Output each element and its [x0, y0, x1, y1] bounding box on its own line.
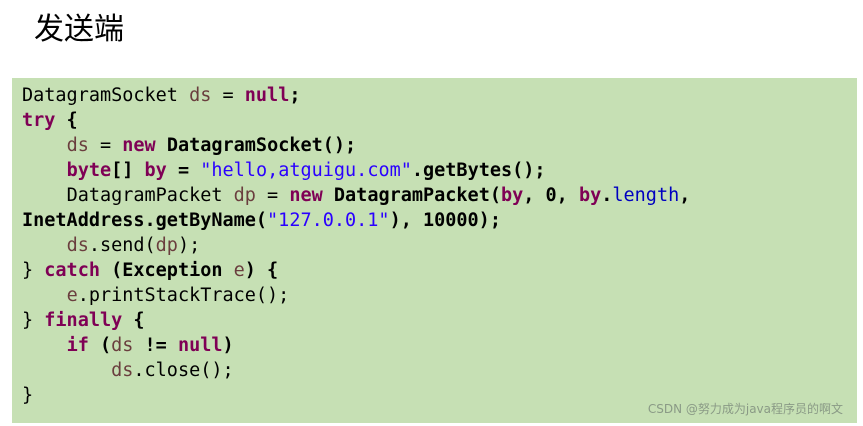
- code-token: {: [55, 110, 78, 131]
- code-token: [22, 135, 67, 156]
- code-token: DatagramPacket(: [322, 185, 501, 206]
- code-token: [22, 285, 67, 306]
- code-token: by: [578, 185, 602, 206]
- code-line: } catch (Exception e) {: [22, 258, 690, 283]
- code-token: by: [500, 185, 524, 206]
- code-lines: DatagramSocket ds = null;try { ds = new …: [22, 83, 690, 408]
- code-token: ), 10000);: [389, 210, 501, 231]
- code-token: [22, 360, 111, 381]
- code-token: by: [144, 160, 167, 181]
- code-token: new: [122, 135, 156, 156]
- code-token: ds: [111, 335, 134, 356]
- code-token: e: [66, 285, 78, 306]
- code-token: }: [22, 260, 45, 281]
- code-line: try {: [22, 108, 690, 133]
- code-line: DatagramPacket dp = new DatagramPacket(b…: [22, 183, 691, 208]
- code-line: DatagramSocket ds = null;: [22, 83, 690, 108]
- code-token: =: [211, 85, 245, 106]
- code-token: ,: [679, 185, 691, 206]
- code-token: =: [88, 135, 123, 156]
- code-line: e.printStackTrace();: [22, 283, 690, 308]
- code-token: [22, 185, 67, 206]
- code-token: , 0,: [523, 185, 579, 206]
- code-token: {: [122, 310, 145, 331]
- code-token: (: [88, 335, 112, 356]
- code-token: ;: [289, 85, 301, 106]
- code-token: [22, 160, 67, 181]
- watermark: CSDN @努力成为java程序员的啊文: [647, 402, 843, 416]
- code-token: =: [255, 185, 290, 206]
- code-token: null: [177, 335, 223, 356]
- code-token: .: [601, 185, 613, 206]
- code-token: []: [111, 160, 145, 181]
- code-token: e: [233, 260, 245, 281]
- code-token: "hello,atguigu.com": [200, 160, 412, 181]
- code-token: null: [244, 85, 290, 106]
- code-token: [22, 335, 67, 356]
- code-token: .printStackTrace();: [77, 285, 290, 306]
- code-token: }: [22, 385, 34, 406]
- code-line: ds = new DatagramSocket();: [22, 133, 690, 158]
- code-token: "127.0.0.1": [267, 210, 390, 231]
- code-line: } finally {: [22, 308, 690, 333]
- code-token: finally: [44, 310, 123, 331]
- code-token: ds: [111, 360, 134, 381]
- code-token: !=: [133, 335, 178, 356]
- code-token: }: [22, 310, 45, 331]
- code-token: new: [289, 185, 323, 206]
- code-token: byte: [66, 160, 112, 181]
- code-token: .close();: [133, 360, 234, 381]
- code-token: ) {: [244, 260, 279, 281]
- code-token: ds: [66, 135, 89, 156]
- code-token: ds: [66, 235, 89, 256]
- code-token: ds: [189, 85, 212, 106]
- code-block: DatagramSocket ds = null;try { ds = new …: [12, 78, 857, 423]
- code-token: DatagramSocket: [22, 85, 190, 106]
- code-token: dp: [155, 235, 178, 256]
- code-line: ds.close();: [22, 358, 690, 383]
- code-line: ds.send(dp);: [22, 233, 690, 258]
- code-token: (Exception: [99, 260, 234, 281]
- code-token: DatagramPacket: [66, 185, 234, 206]
- code-token: dp: [233, 185, 256, 206]
- code-token: =: [166, 160, 201, 181]
- code-token: length: [612, 185, 680, 206]
- code-token: [22, 235, 67, 256]
- code-line: if (ds != null): [22, 333, 690, 358]
- code-token: try: [22, 110, 56, 131]
- code-token: .send(: [88, 235, 156, 256]
- code-token: .getBytes();: [411, 160, 546, 181]
- code-token: DatagramSocket();: [155, 135, 357, 156]
- page-heading: 发送端: [34, 12, 124, 47]
- code-token: if: [66, 335, 89, 356]
- code-line: byte[] by = "hello,atguigu.com".getBytes…: [22, 158, 690, 183]
- code-line: InetAddress.getByName("127.0.0.1"), 1000…: [22, 208, 690, 233]
- code-token: );: [177, 235, 201, 256]
- code-line: }: [22, 383, 690, 408]
- code-token: catch: [44, 260, 100, 281]
- code-token: ): [222, 335, 234, 356]
- code-token: InetAddress.getByName(: [22, 210, 268, 231]
